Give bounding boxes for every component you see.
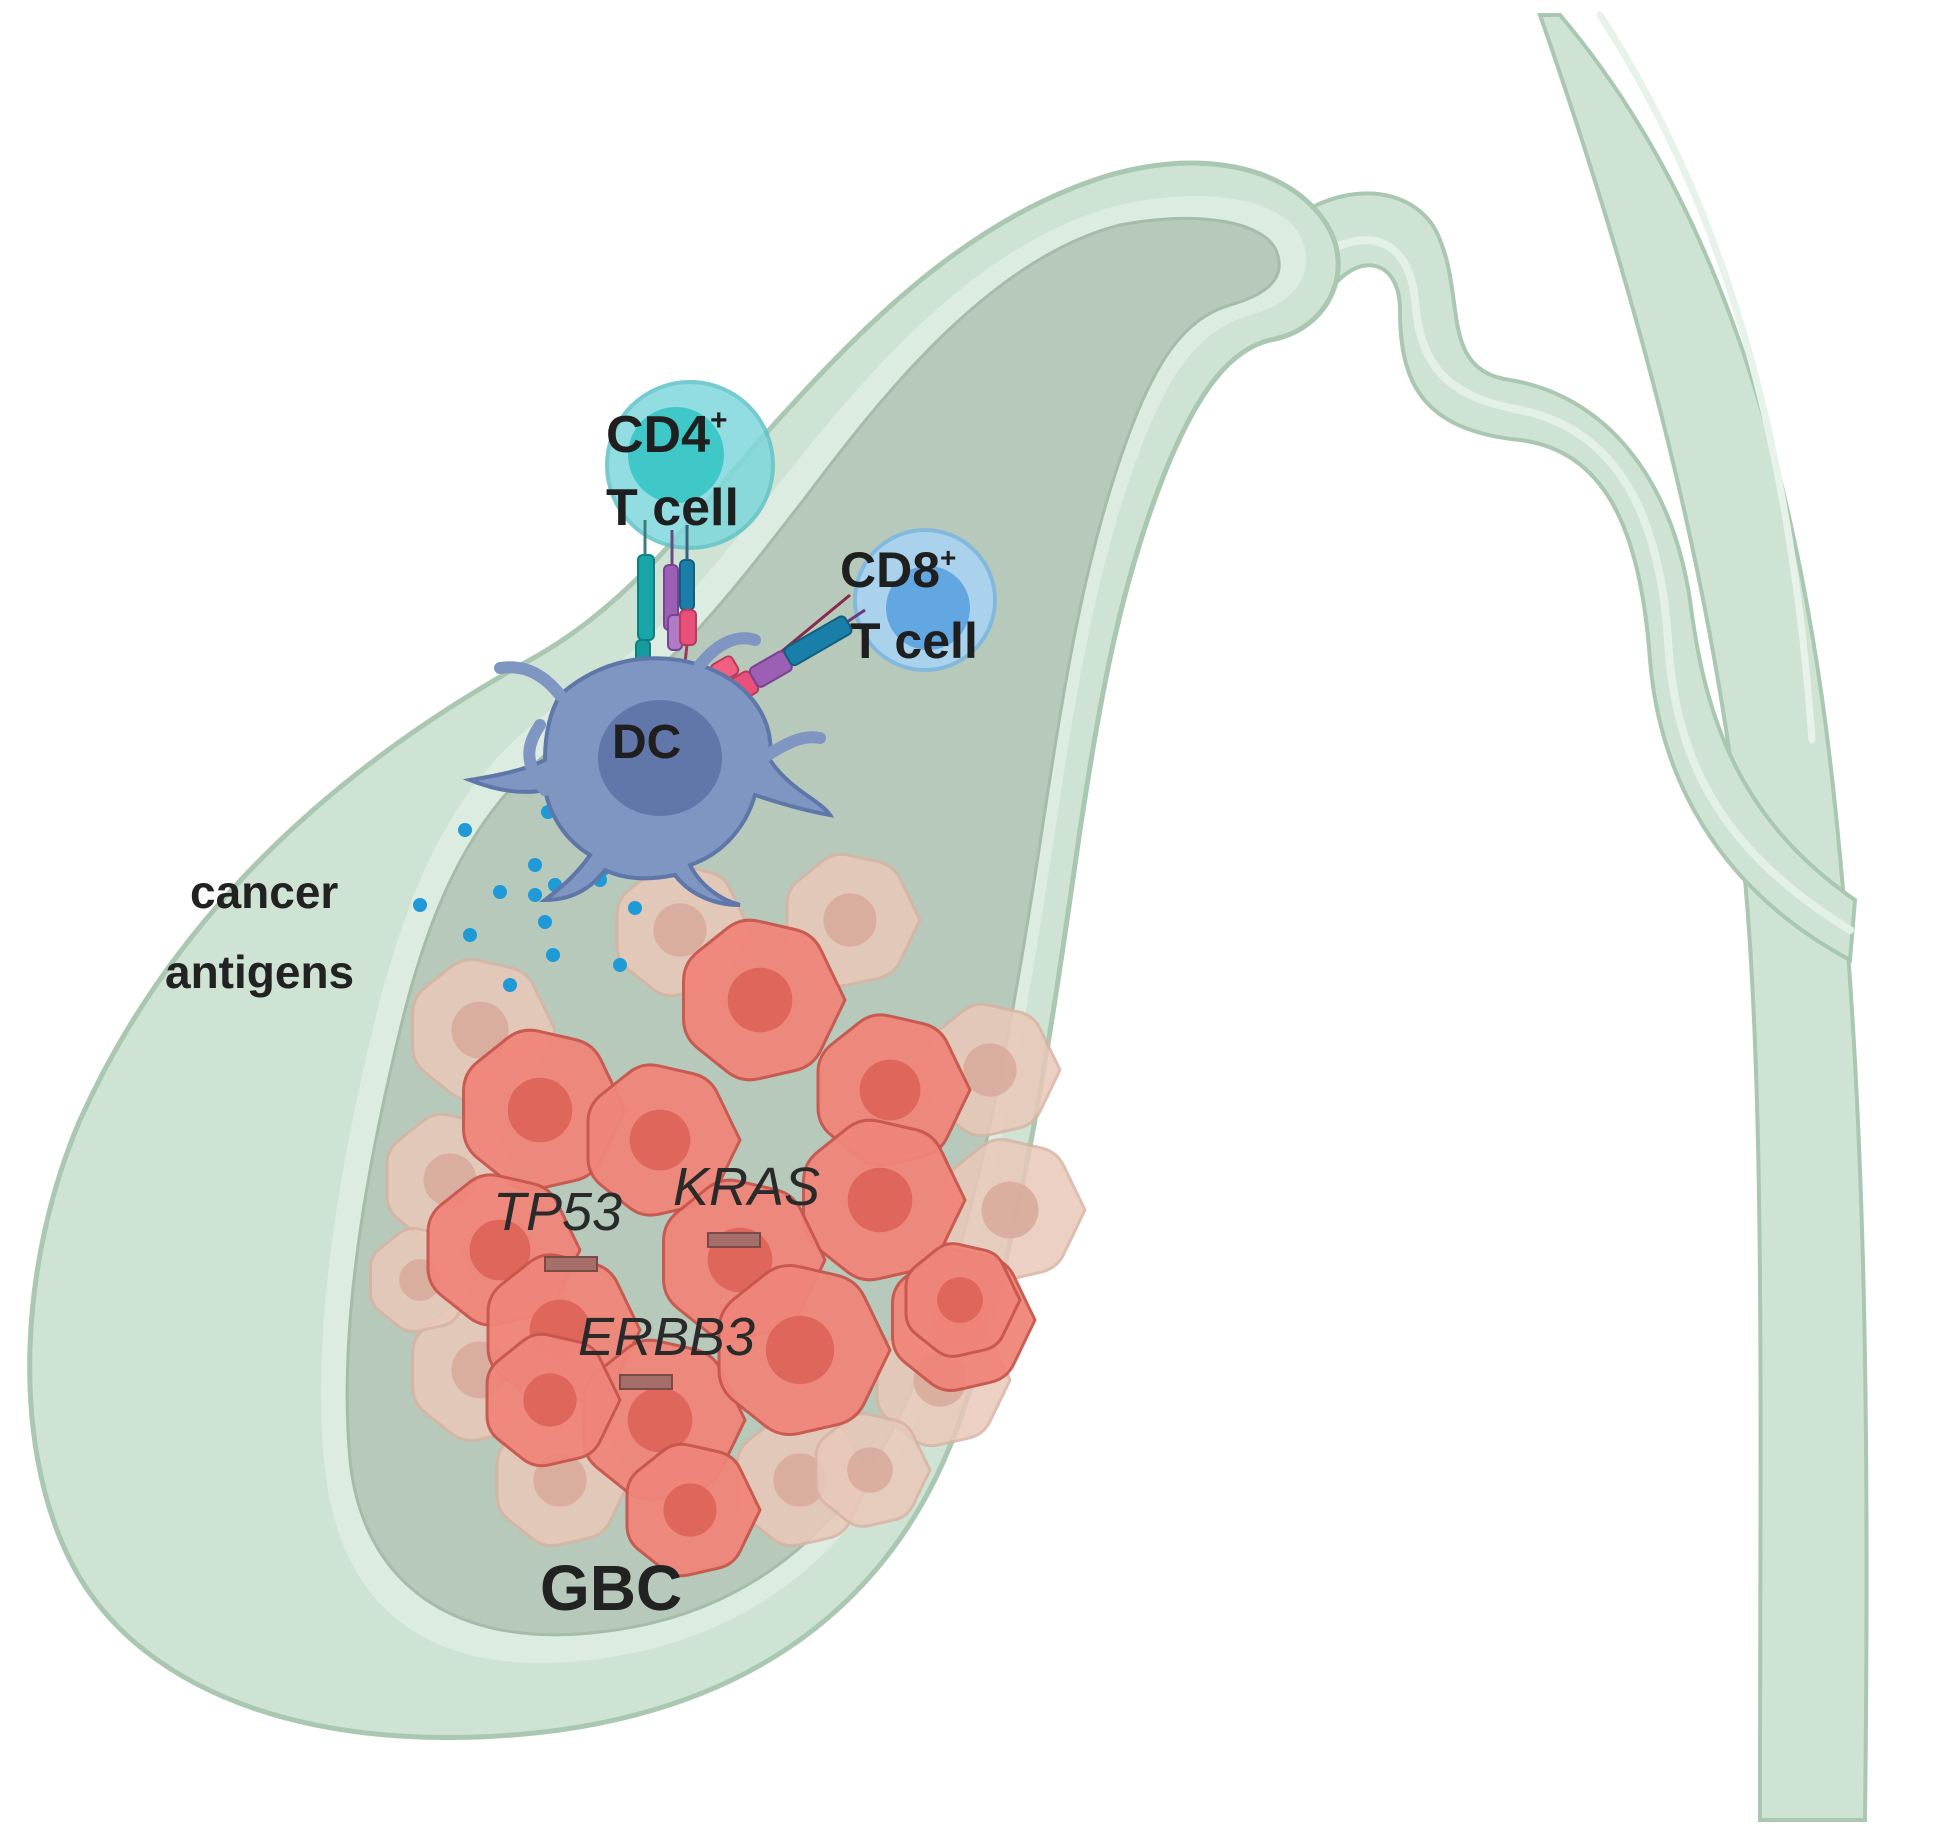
cancer-antigens-label-line2: antigens [165, 946, 354, 998]
tumor-cell-9-nucleus [627, 1387, 693, 1453]
antigen-dot [503, 978, 517, 992]
antigen-dot [538, 915, 552, 929]
tumor-cell-faded-0-nucleus [653, 903, 707, 957]
tumor-cell-1-nucleus [859, 1059, 921, 1121]
cd8-label: CD8+ [840, 542, 956, 598]
tumor-cluster [368, 852, 1087, 1578]
gene-erbb3-mark [619, 1374, 673, 1390]
tumor-cell-faded-8-nucleus [773, 1453, 827, 1507]
cancer-antigens-label-line1: cancer [190, 866, 338, 918]
cystic-duct [1277, 191, 1858, 964]
dc-label: DC [612, 716, 681, 769]
gene-kras: KRAS [673, 1157, 820, 1217]
tumor-cell-0-nucleus [727, 967, 793, 1033]
gene-erbb3: ERBB3 [578, 1307, 755, 1367]
tumor-cell-4-nucleus [847, 1167, 913, 1233]
antigen-dot [528, 858, 542, 872]
dendritic-cell: DC [462, 632, 835, 907]
tumor-cell-10-nucleus [765, 1315, 835, 1385]
cd8-t-cell: CD8+ T cell [840, 528, 997, 672]
gene-labels: TP53 KRAS ERBB3 [493, 1157, 820, 1390]
cd8-t-cell-label: T cell [850, 613, 978, 669]
gbc-label: GBC [540, 1552, 682, 1624]
bile-duct [1537, 11, 1869, 1822]
tumor-cell-11-nucleus [523, 1373, 577, 1427]
antigen-dot [546, 948, 560, 962]
tumor-cell-13-nucleus [937, 1277, 983, 1323]
gene-kras-mark [707, 1232, 761, 1248]
antigen-dot [463, 928, 477, 942]
antigen-dot [628, 901, 642, 915]
antigen-dot [458, 823, 472, 837]
gene-tp53-mark [544, 1256, 598, 1272]
antigen-dot [528, 888, 542, 902]
tumor-cell-faded-2-nucleus [451, 1001, 509, 1059]
tumor-cell-faded-1-nucleus [823, 893, 877, 947]
tumor-cell-faded-4-nucleus [981, 1181, 1039, 1239]
antigen-dot [493, 885, 507, 899]
tumor-cell-5-nucleus [469, 1219, 531, 1281]
tumor-cell-faded-10-nucleus [847, 1447, 893, 1493]
tumor-cell-faded-3-nucleus [963, 1043, 1017, 1097]
tumor-cell-2-nucleus [507, 1077, 573, 1143]
cd4-label: CD4+ [606, 404, 728, 464]
tumor-cell-3-nucleus [629, 1109, 691, 1171]
gene-tp53: TP53 [493, 1182, 622, 1242]
cd4-t-cell-label: T cell [606, 479, 739, 537]
antigen-dot [413, 898, 427, 912]
cd4-t-cell: CD4+ T cell [605, 380, 775, 550]
tumor-cell-12-nucleus [663, 1483, 717, 1537]
antigen-dot [613, 958, 627, 972]
cancer-antigens [413, 805, 642, 992]
